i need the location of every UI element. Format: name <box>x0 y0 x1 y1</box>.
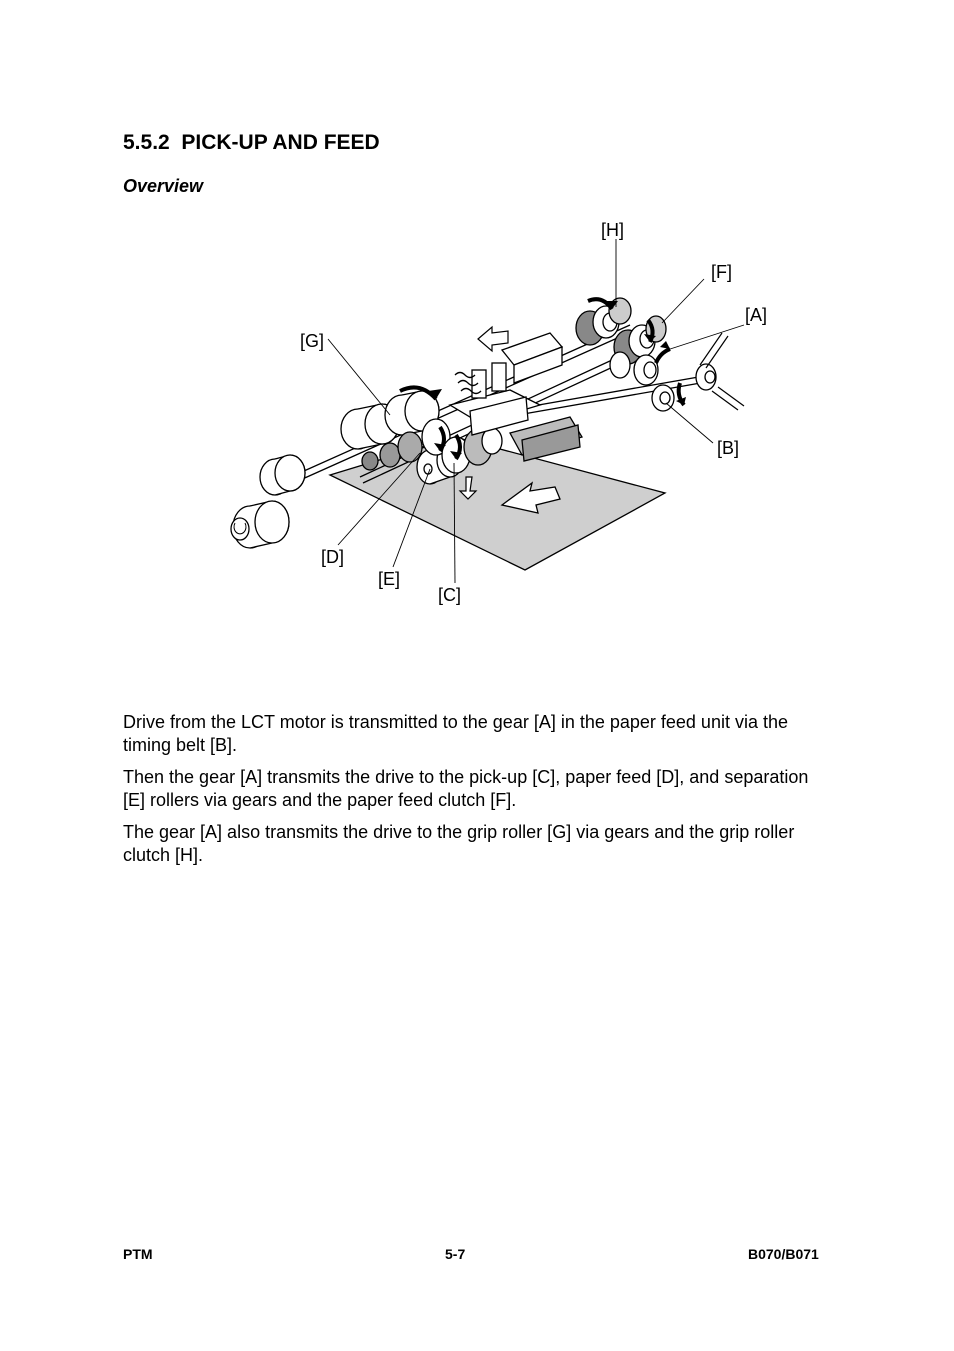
drive-knob <box>230 500 290 549</box>
body-paragraph: The gear [A] also transmits the drive to… <box>123 822 795 865</box>
grip-roller <box>340 390 440 450</box>
body-text: Drive from the LCT motor is transmitted … <box>123 711 823 876</box>
footer-right: B070/B071 <box>748 1246 819 1262</box>
footer-left: PTM <box>123 1246 153 1262</box>
diagram-drawing <box>230 239 745 584</box>
section-heading: 5.5.2 PICK-UP AND FEED <box>123 131 380 154</box>
drive-shaft <box>509 374 711 411</box>
pickup-feed-diagram: [H] [F] [A] [G] [B] [D] [E] [C] <box>210 215 790 615</box>
feed-rollers <box>361 418 503 485</box>
body-paragraph: Then the gear [A] transmits the drive to… <box>123 767 809 810</box>
callout-d: [D] <box>321 547 345 567</box>
body-paragraph: Drive from the LCT motor is transmitted … <box>123 712 788 755</box>
feed-unit-bracket <box>448 332 583 462</box>
callout-h: [H] <box>601 220 625 240</box>
section-subheading: Overview <box>123 176 204 196</box>
leader-lines <box>327 239 745 584</box>
callout-e: [E] <box>378 569 401 589</box>
callout-a: [A] <box>745 305 768 325</box>
gear-train <box>575 297 717 412</box>
footer-page-number: 5-7 <box>445 1246 466 1262</box>
timing-belt <box>699 332 745 411</box>
grip-roller-shaft <box>294 324 631 476</box>
callout-f: [F] <box>711 262 732 282</box>
callout-g: [G] <box>300 331 325 351</box>
lift-arrow <box>477 325 509 353</box>
feed-direction-arrow <box>500 481 561 514</box>
shaft-end-gear <box>259 454 306 496</box>
down-arrow <box>458 476 478 500</box>
callout-b: [B] <box>717 438 740 458</box>
callout-c: [C] <box>438 585 462 605</box>
